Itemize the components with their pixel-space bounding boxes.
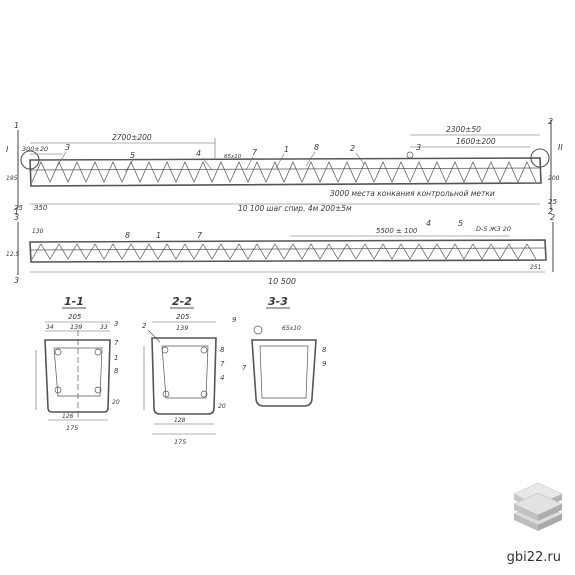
callout-8-s1: 8	[114, 367, 119, 375]
spiral-zigzag-top	[31, 161, 537, 183]
callout-8: 8	[314, 143, 319, 152]
callout-4-b: 4	[426, 219, 431, 228]
elevation-bottom: 3 3 2 5500 ± 100 10 500 130 12.5 251 D-5…	[6, 213, 555, 286]
section-mark-II: II	[558, 143, 563, 152]
dim-130: 130	[32, 228, 44, 235]
dim-10500: 10 500	[268, 277, 296, 286]
section-1-1: 1-1 205 34 139 33 126 175 20 3 7 1 8	[35, 295, 120, 432]
dim-175-b: 175	[174, 438, 186, 446]
callout-9-s3-top: 9	[232, 316, 237, 324]
dim-2300: 2300±50	[446, 125, 481, 134]
callout-1-b: 1	[156, 231, 161, 240]
section-2-2: 2-2 205 139 128 175 20 2 8 7 4	[142, 295, 226, 446]
dim-350: 350	[34, 204, 48, 212]
section-3-3: 3-3 65x10 9 7 8 9	[232, 295, 327, 407]
section-title-3-3: 3-3	[268, 295, 288, 308]
section-mark-2-bottom: 2	[548, 207, 553, 216]
dim-126: 126	[62, 413, 74, 420]
callout-8-s3: 8	[322, 346, 327, 354]
callout-5: 5	[130, 151, 135, 160]
section-mark-I: I	[6, 145, 9, 154]
dim-65x10-s3: 65x10	[282, 325, 301, 332]
callout-8-s2: 8	[220, 346, 225, 354]
dim-12-5: 12.5	[6, 251, 20, 258]
section-mark-1-top: 1	[14, 121, 19, 130]
vdim-200: 200	[548, 175, 560, 182]
section-mark-2-top: 2	[548, 117, 553, 126]
stacked-slabs-logo	[513, 482, 563, 531]
callout-4: 4	[196, 149, 201, 158]
elevation-top: 1 1 I II 2 2 2700±200 300±20 2300±50 160…	[6, 117, 563, 216]
callout-5-b: 5	[458, 219, 463, 228]
callout-3-left: 3	[65, 143, 70, 152]
callout-9-s3: 9	[322, 360, 327, 368]
dim-139-a: 139	[70, 323, 82, 331]
callout-4-s2: 4	[220, 374, 224, 382]
dim-205-b: 205	[176, 313, 190, 321]
callout-7: 7	[252, 148, 258, 157]
dim-20-b: 20	[218, 403, 226, 410]
section-mark-3-top: 3	[14, 213, 19, 222]
callout-3-s1: 3	[114, 320, 118, 328]
callout-1-s1: 1	[114, 354, 118, 362]
section-mark-right-top: 2	[550, 213, 555, 222]
callout-1: 1	[284, 145, 289, 154]
dim-25-right: 25	[548, 198, 557, 206]
dim-25-left: 25	[14, 204, 23, 212]
section-mark-3-bottom: 3	[14, 276, 19, 285]
dim-2700: 2700±200	[112, 133, 152, 142]
callout-3-right: 3	[416, 143, 421, 152]
dim-1600: 1600±200	[456, 137, 496, 146]
vdim-195: 195	[6, 175, 18, 182]
dim-300: 300±20	[22, 145, 48, 153]
callout-7-s3: 7	[242, 364, 247, 372]
section-title-2-2: 2-2	[172, 295, 192, 308]
watermark-site-text: gbi22.ru	[506, 550, 561, 565]
callout-7-s2: 7	[220, 360, 225, 368]
callout-7-b: 7	[197, 231, 203, 240]
note-control-mark: 3000 места конкания контрольной метки	[330, 189, 495, 198]
dim-5500: 5500 ± 100	[376, 227, 418, 235]
spiral-zigzag-bottom	[31, 243, 537, 260]
section-mark-1-bottom: 1	[14, 207, 19, 216]
dim-205-a: 205	[68, 313, 82, 321]
dim-10100: 10 100 шаг спир. 4м 200±5м	[238, 204, 352, 213]
dim-139-b: 139	[176, 324, 188, 332]
dim-20-a: 20	[112, 399, 120, 406]
callout-2: 2	[350, 144, 355, 153]
callout-8-b: 8	[125, 231, 130, 240]
section-title-1-1: 1-1	[64, 295, 84, 308]
dim-34: 34	[46, 324, 54, 331]
dim-65x10: 65x10	[224, 154, 242, 160]
callout-2-s2: 2	[142, 322, 147, 330]
dim-128: 128	[174, 417, 186, 424]
label-d5: D-5 ЖЗ 20	[476, 225, 511, 233]
callout-7-s1: 7	[114, 339, 119, 347]
dim-175-a: 175	[66, 424, 78, 432]
dim-251: 251	[530, 264, 541, 271]
dim-33: 33	[100, 324, 108, 331]
